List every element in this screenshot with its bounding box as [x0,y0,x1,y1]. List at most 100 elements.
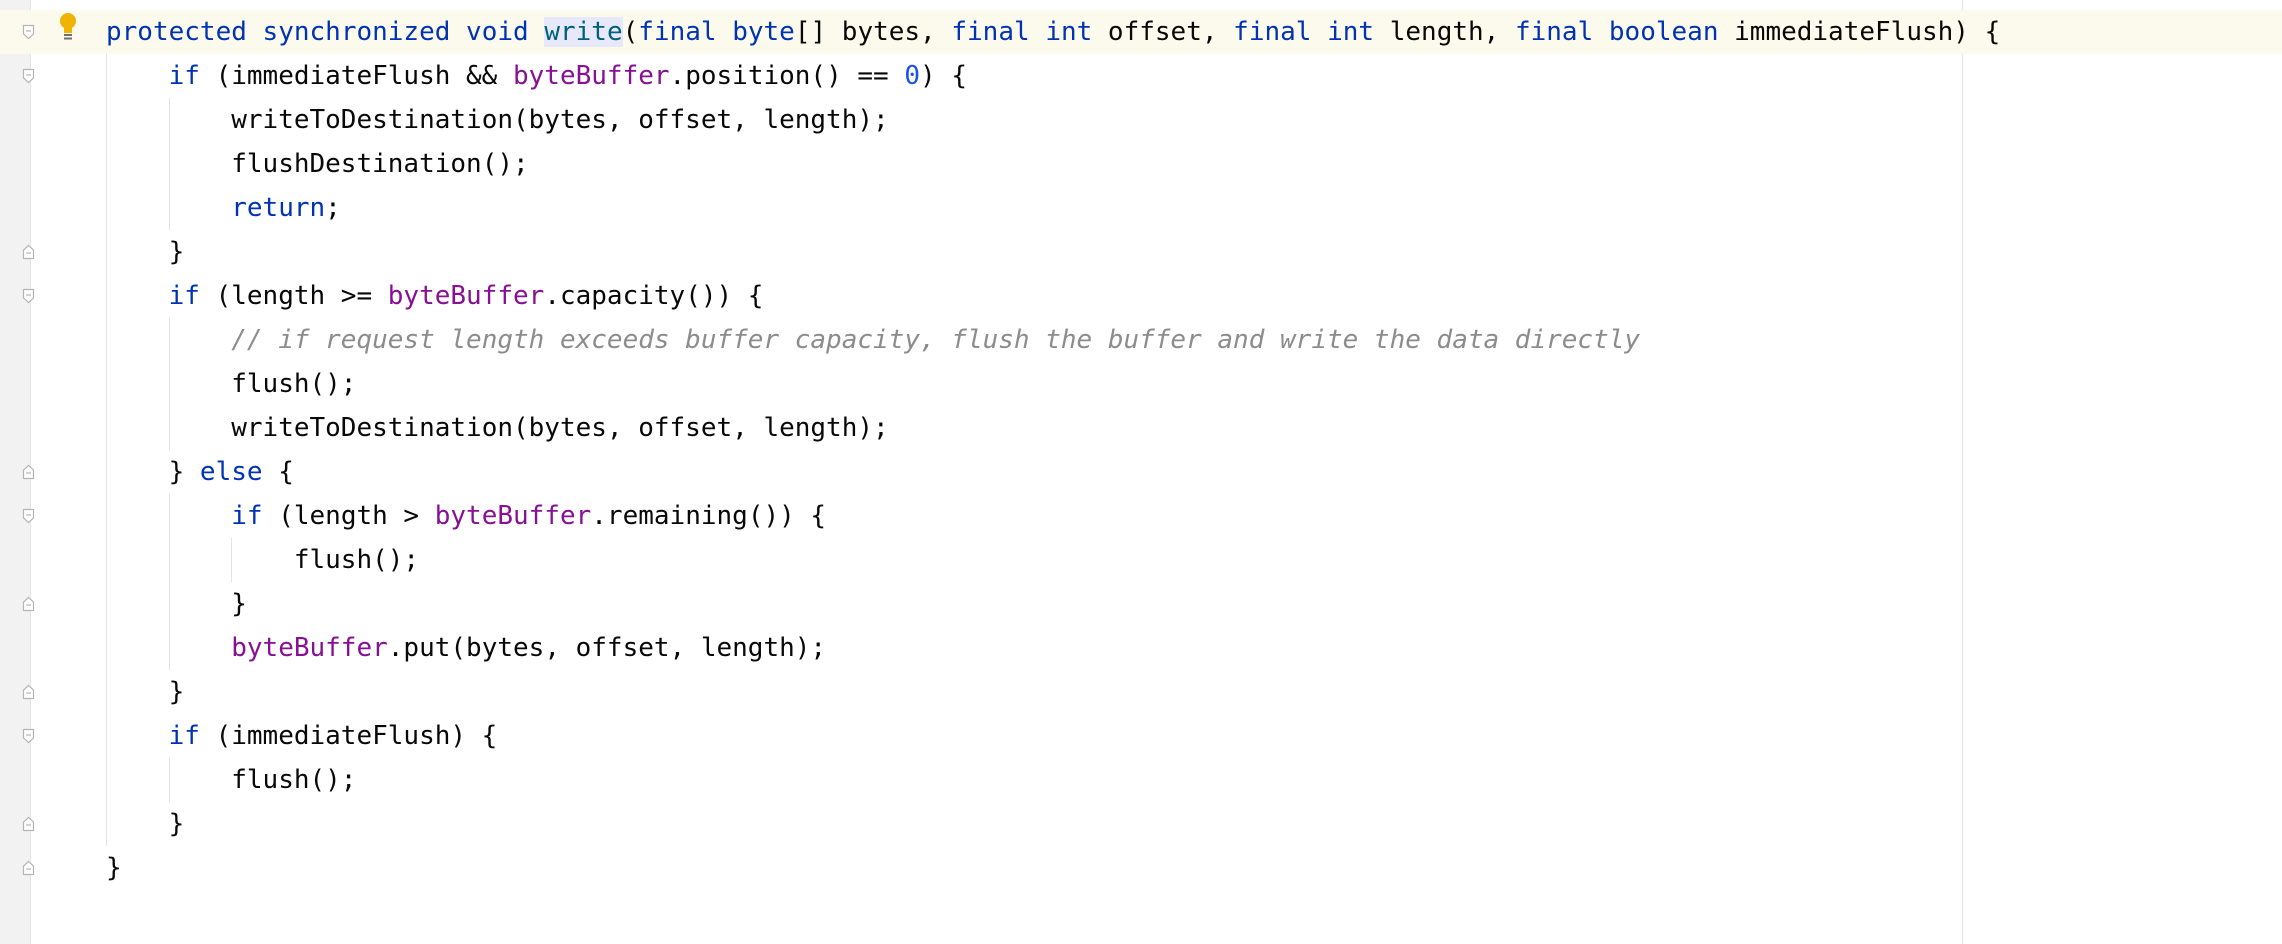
code-text[interactable]: writeToDestination(bytes, offset, length… [231,406,888,450]
code-token: (length >= [199,281,388,311]
code-keyword: protected [106,17,247,47]
code-token: writeToDestination(bytes, offset, length… [231,105,889,135]
indent-guide [169,318,170,450]
code-token: } [168,237,185,267]
code-text[interactable]: } [169,230,185,274]
code-text[interactable]: } [231,582,247,626]
fold-start-icon[interactable] [22,24,35,40]
code-line[interactable]: if (length >= byteBuffer.capacity()) { [0,274,2282,318]
code-token: flush(); [293,545,420,575]
indent-guide [106,54,107,846]
fold-start-icon[interactable] [22,508,35,524]
code-text[interactable]: byteBuffer.put(bytes, offset, length); [231,626,826,670]
code-text[interactable]: if (immediateFlush) { [169,714,498,758]
code-line[interactable]: } [0,846,2282,890]
fold-start-icon[interactable] [22,728,35,744]
code-text[interactable]: flush(); [231,362,356,406]
code-token: offset, [1092,17,1234,47]
code-token: flush(); [231,765,357,795]
code-keyword: final [1233,17,1312,47]
code-token [247,17,263,47]
code-token: } [168,809,185,839]
code-text[interactable]: if (immediateFlush && byteBuffer.positio… [169,54,967,98]
code-line[interactable]: } [0,670,2282,714]
code-token [450,17,466,47]
code-token: 0 [904,61,921,91]
lightbulb-icon[interactable] [57,12,79,42]
code-line[interactable]: byteBuffer.put(bytes, offset, length); [0,626,2282,670]
code-line[interactable]: } else { [0,450,2282,494]
fold-end-icon[interactable] [22,816,35,832]
code-line[interactable]: if (immediateFlush && byteBuffer.positio… [0,54,2282,98]
code-line[interactable]: if (immediateFlush) { [0,714,2282,758]
code-line[interactable]: flush(); [0,362,2282,406]
code-text[interactable]: flush(); [294,538,419,582]
code-token: (length > [262,501,435,531]
code-keyword: if [168,721,200,751]
code-token: ; [325,193,341,223]
code-token: [] bytes, [794,17,952,47]
fold-start-icon[interactable] [22,68,35,84]
indent-guide [169,494,170,670]
code-token: ) { [920,61,967,91]
code-keyword: int [1327,17,1375,47]
fold-end-icon[interactable] [22,464,35,480]
code-token: } [168,457,200,487]
fold-end-icon[interactable] [22,860,35,876]
code-line[interactable]: // if request length exceeds buffer capa… [0,318,2282,362]
code-token: (immediateFlush) { [199,721,498,751]
code-line[interactable]: } [0,802,2282,846]
fold-end-icon[interactable] [22,596,35,612]
code-line[interactable]: writeToDestination(bytes, offset, length… [0,406,2282,450]
code-token [717,17,733,47]
fold-end-icon[interactable] [22,684,35,700]
code-text[interactable]: // if request length exceeds buffer capa… [231,318,1640,362]
code-token: immediateFlush) { [1718,17,2001,47]
code-line[interactable]: flush(); [0,538,2282,582]
code-token: ( [622,17,639,47]
code-keyword: return [231,193,326,223]
fold-start-icon[interactable] [22,288,35,304]
code-text[interactable]: flush(); [231,758,356,802]
code-text[interactable]: } [169,670,185,714]
code-text[interactable]: writeToDestination(bytes, offset, length… [231,98,888,142]
code-keyword: final [1514,17,1594,47]
code-lines[interactable]: protected synchronized void write(final … [0,10,2282,890]
code-text[interactable]: if (length >= byteBuffer.capacity()) { [169,274,764,318]
code-text[interactable]: flushDestination(); [231,142,528,186]
code-text[interactable]: } else { [169,450,294,494]
code-text[interactable]: } [106,846,122,890]
code-token: } [231,589,247,619]
code-line[interactable]: flushDestination(); [0,142,2282,186]
code-token: (immediateFlush && [199,61,513,91]
code-line[interactable]: return; [0,186,2282,230]
code-token: byteBuffer [387,281,545,311]
code-keyword: if [168,281,200,311]
code-text[interactable]: protected synchronized void write(final … [106,10,2000,54]
code-text[interactable]: return; [231,186,341,230]
code-text[interactable]: if (length > byteBuffer.remaining()) { [231,494,826,538]
code-token: byteBuffer [513,61,670,91]
code-token: byteBuffer [231,633,388,663]
code-token: flush(); [231,369,357,399]
code-token: } [168,677,185,707]
code-keyword: final [638,17,717,47]
code-token: .capacity()) { [544,281,764,311]
code-keyword: boolean [1608,17,1719,47]
code-line[interactable]: protected synchronized void write(final … [0,10,2282,54]
code-line[interactable]: } [0,230,2282,274]
code-line[interactable]: flush(); [0,758,2282,802]
code-token [1311,17,1327,47]
code-keyword: void [466,17,529,47]
code-token: byteBuffer [434,501,592,531]
code-token: .put(bytes, offset, length); [387,633,827,663]
code-line[interactable]: writeToDestination(bytes, offset, length… [0,98,2282,142]
fold-end-icon[interactable] [22,244,35,260]
code-text[interactable]: } [169,802,185,846]
code-keyword: synchronized [262,17,451,47]
code-line[interactable]: } [0,582,2282,626]
code-line[interactable]: if (length > byteBuffer.remaining()) { [0,494,2282,538]
code-token [1030,17,1046,47]
indent-guide [169,758,170,802]
